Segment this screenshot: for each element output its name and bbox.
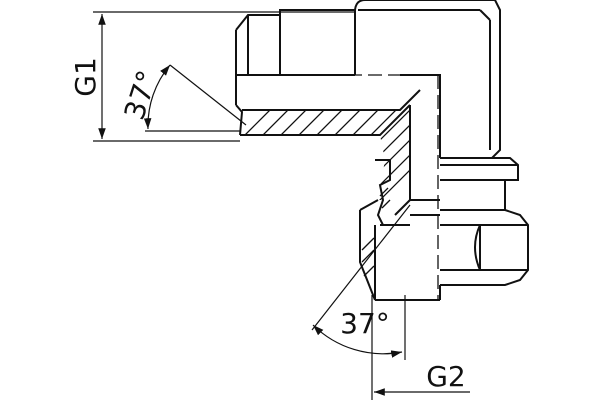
angle-arc-top [143, 64, 171, 130]
label-g1: G1 [69, 57, 102, 97]
section-hatch-horizontal [240, 110, 400, 135]
male-thread-end [235, 9, 356, 136]
angle-arc-bottom [312, 324, 403, 358]
angle-leg-top [169, 64, 247, 126]
dimension-angle-top: 37° [118, 64, 247, 132]
elbow-body [240, 0, 501, 300]
dimension-g2: G2 [371, 295, 470, 400]
section-hatch-vertical [378, 105, 410, 200]
swivel-nut [375, 157, 529, 301]
label-angle-top: 37° [118, 66, 165, 123]
dimension-angle-bottom: 37° [311, 204, 411, 360]
angle-leg-bottom [311, 204, 411, 331]
dimension-g1: G1 [69, 11, 355, 142]
label-angle-bottom: 37° [340, 307, 390, 340]
lower-section [359, 159, 440, 301]
label-g2: G2 [426, 360, 466, 393]
